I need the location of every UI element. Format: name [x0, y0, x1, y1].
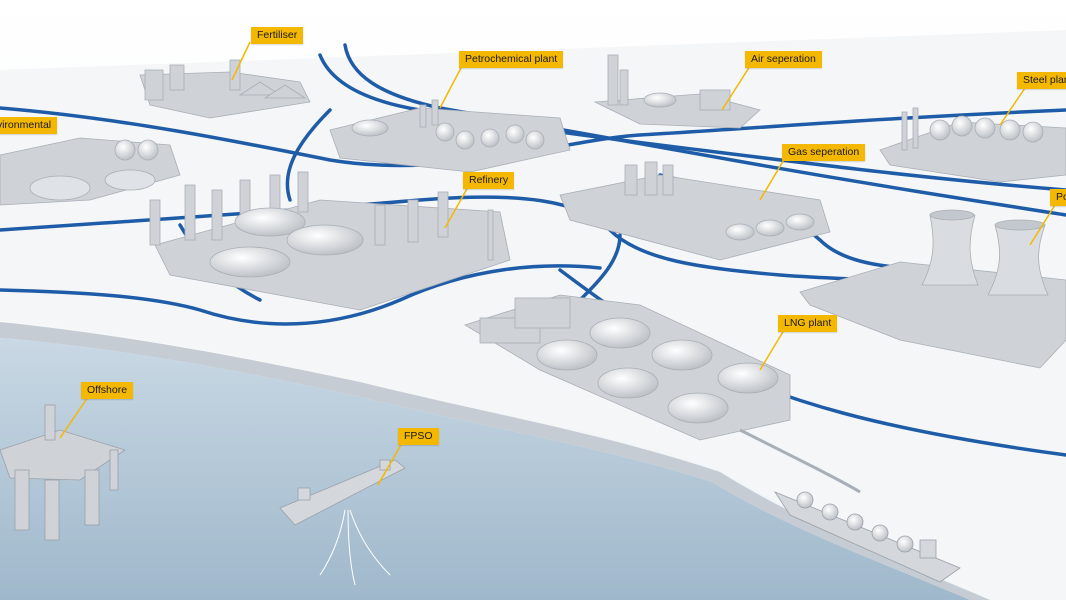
refinery-plant[interactable]: [149, 171, 511, 311]
label-power-plant[interactable]: Power: [1050, 189, 1066, 206]
petrochemical-plant[interactable]: [329, 99, 571, 173]
label-fpso[interactable]: FPSO: [398, 428, 439, 445]
label-refinery[interactable]: Refinery: [463, 172, 515, 189]
air-separation-plant[interactable]: [593, 54, 761, 129]
label-lng-plant[interactable]: LNG plant: [778, 315, 838, 332]
lng-carrier-ship[interactable]: [773, 491, 961, 583]
lng-plant[interactable]: [464, 294, 861, 494]
label-petrochemical-plant[interactable]: Petrochemical plant: [459, 51, 564, 68]
label-leader-lines: [59, 41, 1056, 486]
steel-plant[interactable]: [879, 107, 1066, 183]
label-environmental[interactable]: Environmental: [0, 117, 58, 134]
label-offshore[interactable]: Offshore: [81, 382, 134, 399]
fpso-ship[interactable]: [279, 459, 406, 586]
label-fertiliser[interactable]: Fertiliser: [251, 27, 304, 44]
label-gas-separation[interactable]: Gas seperation: [782, 144, 866, 161]
label-air-separation[interactable]: Air seperation: [745, 51, 822, 68]
sea: [0, 338, 970, 600]
environmental-plant[interactable]: [0, 137, 181, 206]
power-plant[interactable]: [799, 209, 1066, 369]
label-steel-plant[interactable]: Steel plant: [1017, 72, 1066, 89]
offshore-platform[interactable]: [0, 404, 126, 541]
